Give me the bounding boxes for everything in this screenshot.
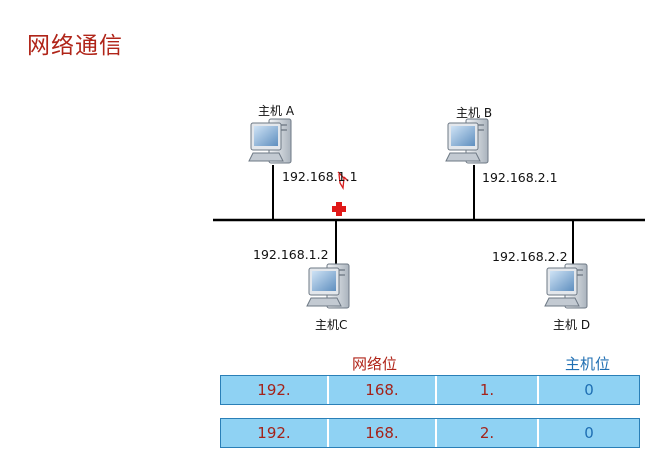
host-d-ip: 192.168.2.2 [492,249,568,264]
address-cell: 0 [584,424,594,442]
computer-icon-host-a [248,118,292,164]
host-c-ip: 192.168.1.2 [253,247,329,262]
address-cell: 0 [584,381,594,399]
host-c-label: 主机C [315,318,348,332]
host-bits-header: 主机位 [565,355,611,373]
address-row-2: 192. 168. 2. 0 [220,418,640,448]
host-a-label: 主机 A [258,104,295,118]
network-bits-header: 网络位 [352,355,398,373]
pen-annotation-mark [337,171,349,191]
address-cell: 1. [437,376,539,404]
address-cell: 192. [221,419,329,447]
red-cross-marker-icon [332,202,346,216]
host-b-label: 主机 B [456,106,493,120]
address-cell: 2. [437,419,539,447]
host-b-ip: 192.168.2.1 [482,170,558,185]
computer-icon-host-c [306,263,350,309]
address-row-1: 192. 168. 1. 0 [220,375,640,405]
host-a-ip: 192.168.1.1 [282,169,358,184]
address-cell: 192. [221,376,329,404]
computer-icon-host-b [445,118,489,164]
address-cell: 168. [329,419,437,447]
computer-icon-host-d [544,263,588,309]
slide-title: 网络通信 [27,33,123,59]
address-cell: 168. [329,376,437,404]
host-d-label: 主机 D [553,318,591,332]
